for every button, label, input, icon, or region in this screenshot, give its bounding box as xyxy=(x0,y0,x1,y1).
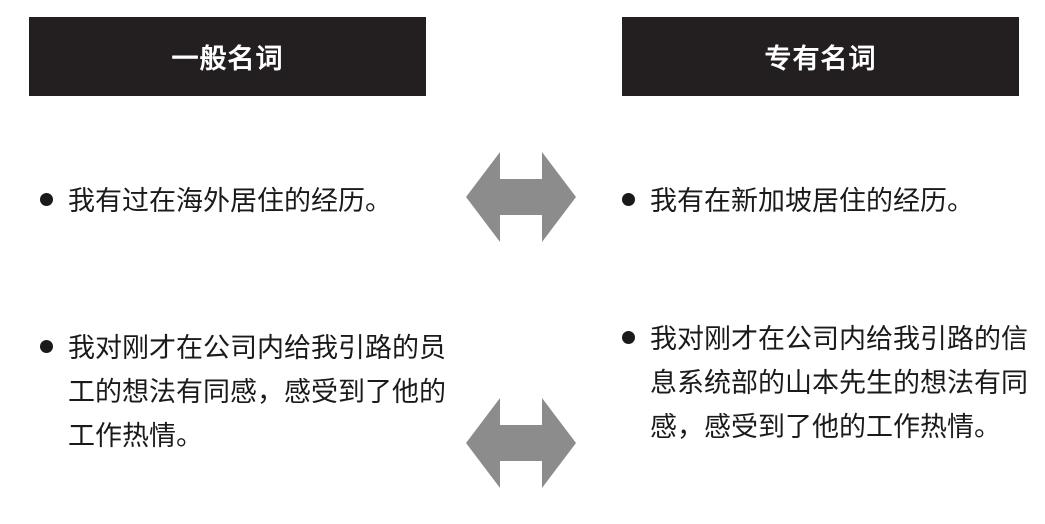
header-general-noun-label: 一般名词 xyxy=(171,44,284,75)
header-general-noun: 一般名词 xyxy=(29,17,426,96)
header-proper-noun-label: 专有名词 xyxy=(764,44,877,75)
example-1-proper-text: 我有在新加坡居住的经历。 xyxy=(650,186,974,217)
bullet-dot-icon xyxy=(40,193,53,206)
example-2-proper: 我对刚才在公司内给我引路的信息系统部的山本先生的想法有同感，感受到了他的工作热情… xyxy=(622,318,1045,450)
header-proper-noun: 专有名词 xyxy=(622,17,1019,96)
double-headed-arrow-icon xyxy=(466,152,576,242)
example-2-general-text: 我对刚才在公司内给我引路的员工的想法有同感，感受到了他的工作热情。 xyxy=(68,333,446,452)
double-headed-arrow-icon xyxy=(466,398,576,488)
example-1-general: 我有过在海外居住的经历。 xyxy=(40,180,468,224)
example-1-general-text: 我有过在海外居住的经历。 xyxy=(68,186,392,217)
example-1-proper: 我有在新加坡居住的经历。 xyxy=(622,180,1045,224)
example-2-proper-text: 我对刚才在公司内给我引路的信息系统部的山本先生的想法有同感，感受到了他的工作热情… xyxy=(650,324,1028,443)
example-2-general: 我对刚才在公司内给我引路的员工的想法有同感，感受到了他的工作热情。 xyxy=(40,327,468,459)
bullet-dot-icon xyxy=(40,340,53,353)
bullet-dot-icon xyxy=(622,331,635,344)
bullet-dot-icon xyxy=(622,193,635,206)
